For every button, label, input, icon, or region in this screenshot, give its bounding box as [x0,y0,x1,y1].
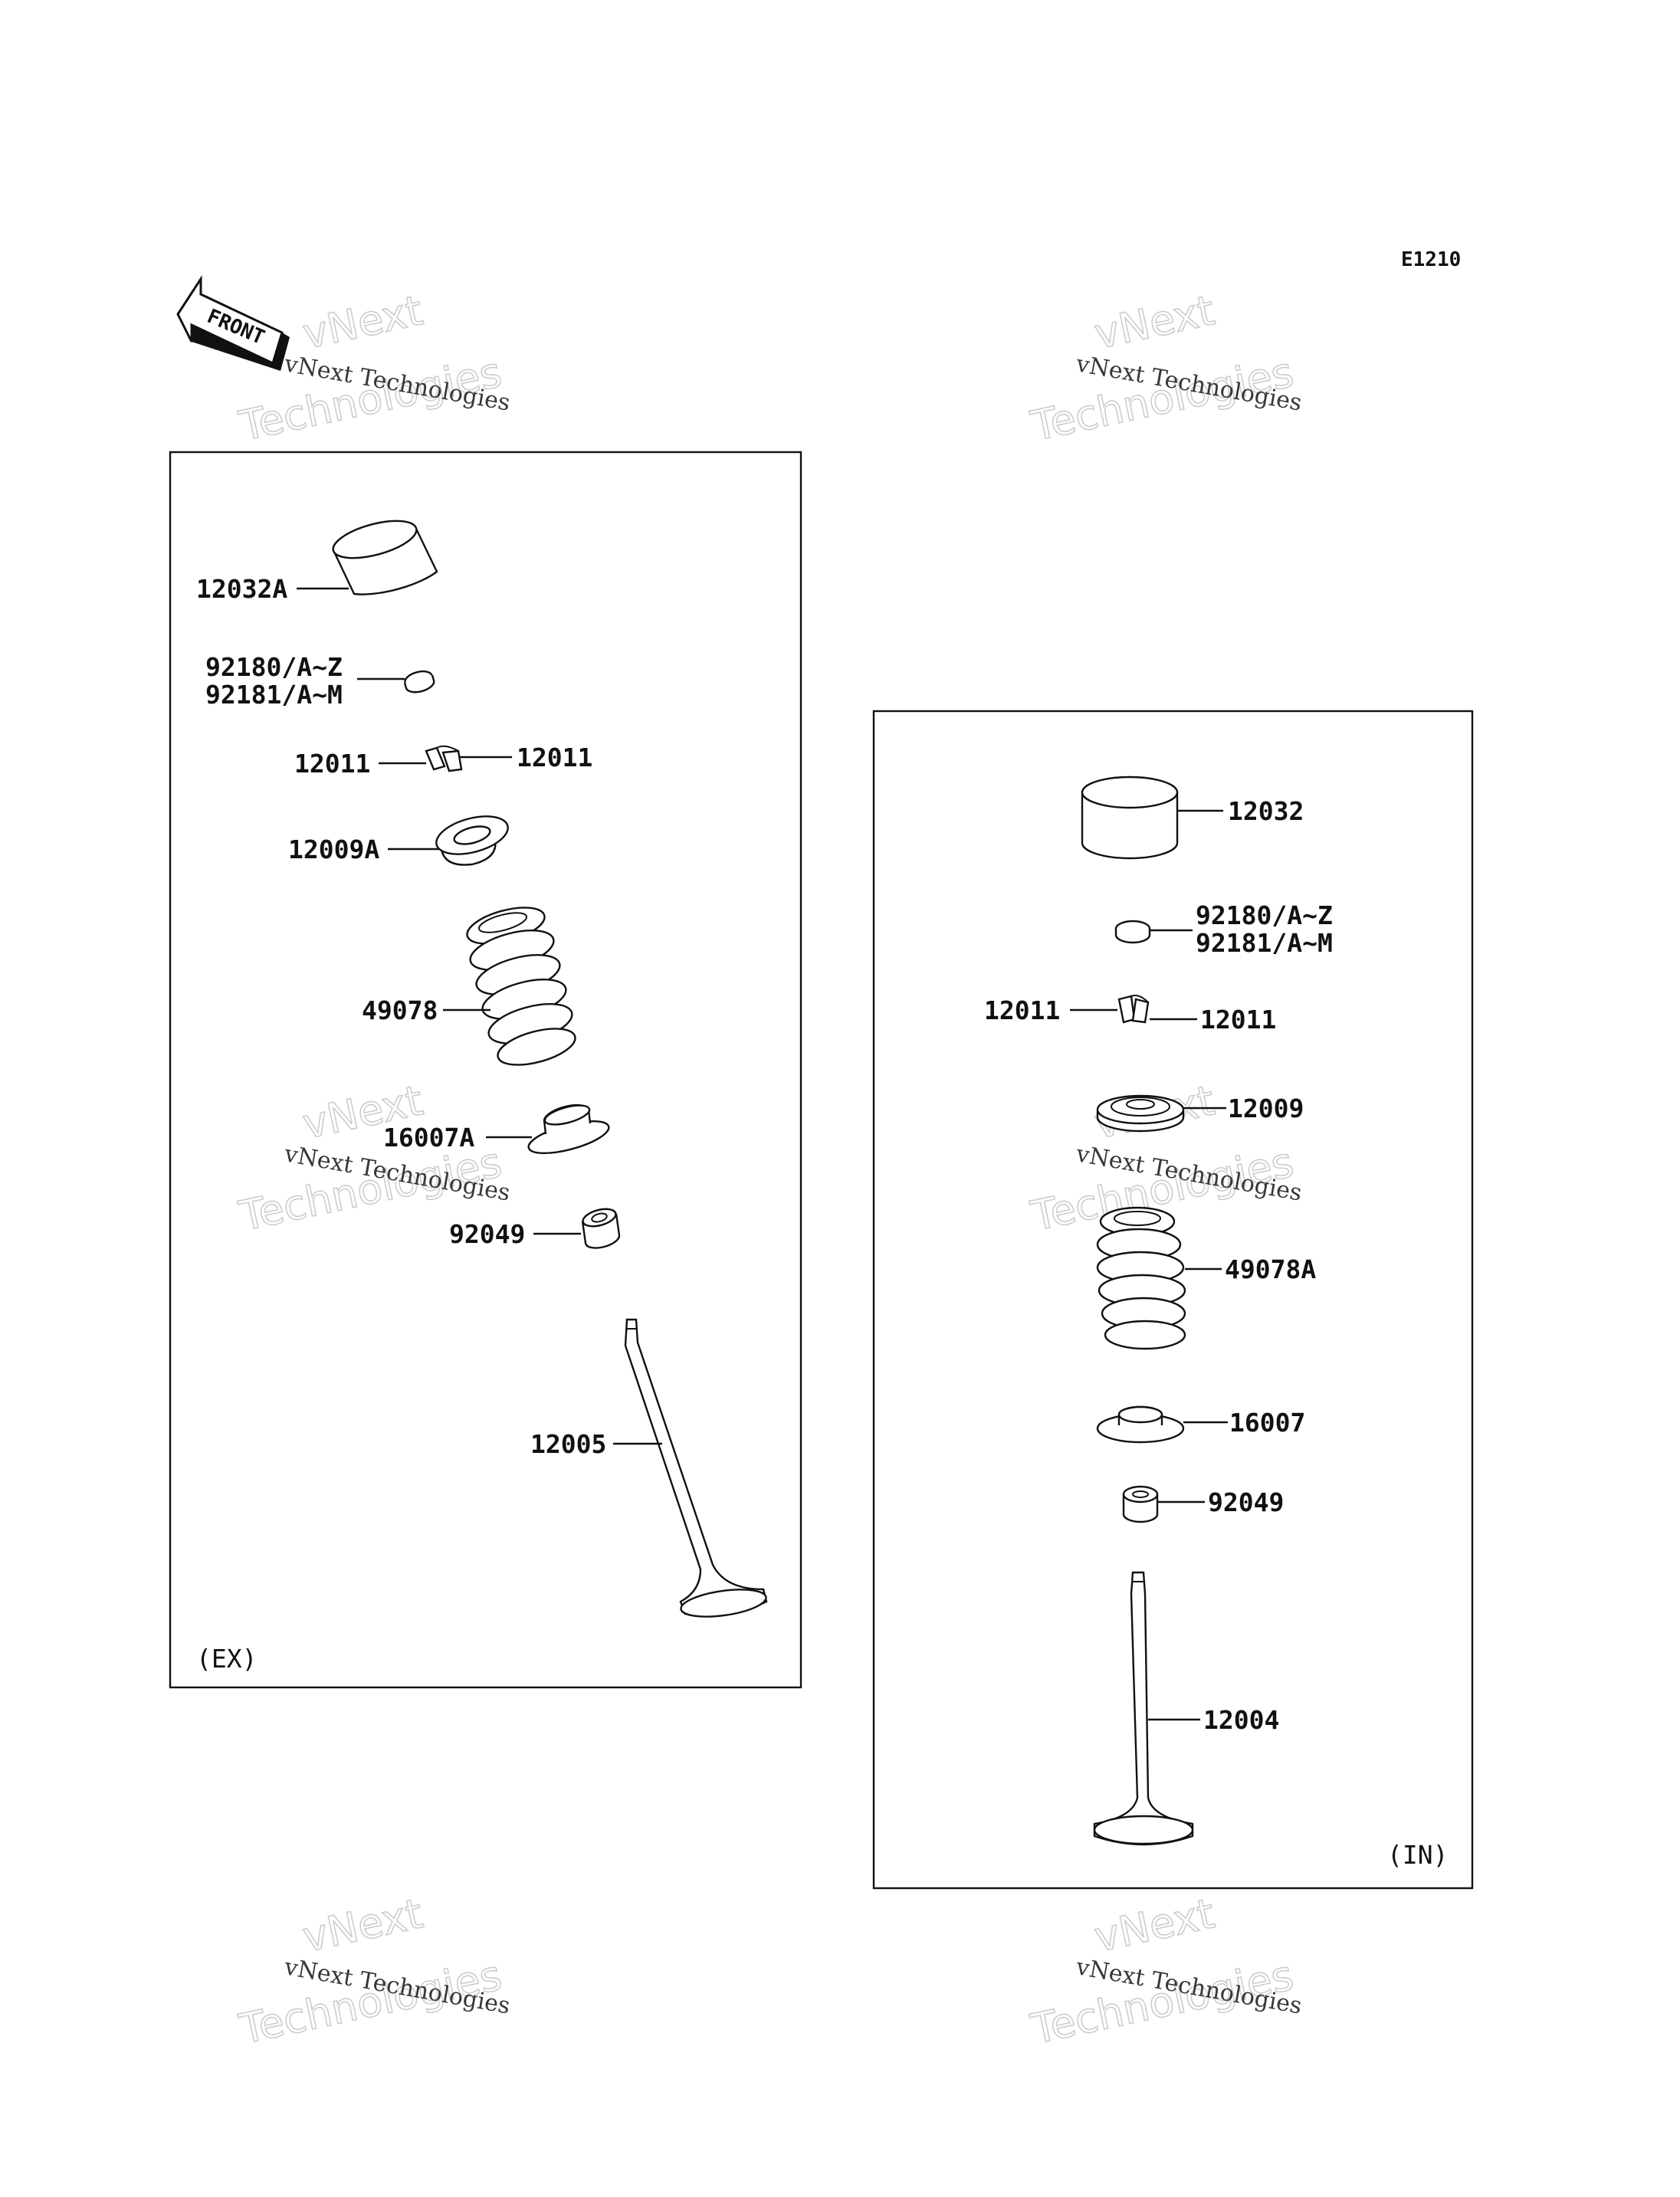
exhaust-panel: (EX) 12032A 92180/A~Z 92181/A~M 12011 12… [169,451,802,1689]
svg-text:vNext: vNext [299,286,427,358]
intake-spring-seat [1096,1405,1185,1444]
exhaust-shim-label-2: 92181/A~M [205,680,343,710]
intake-cotter-label-left: 12011 [984,995,1060,1025]
exhaust-frame [169,451,802,1689]
exhaust-valve [624,1318,768,1618]
exhaust-shim [403,670,435,694]
intake-shim-label-2: 92181/A~M [1196,928,1333,958]
intake-lifter-label: 12032 [1228,796,1304,826]
intake-cotters [1117,995,1150,1024]
exhaust-spring [466,907,576,1066]
front-arrow-icon: FRONT [176,274,290,371]
intake-oil-seal-label: 92049 [1208,1487,1284,1517]
exhaust-lifter-label: 12032A [196,574,287,604]
exhaust-cotter-label-left: 12011 [294,749,370,779]
watermark-bottom-right: vNext Technologies vNext Technologies [1026,1888,1304,2054]
intake-frame [872,710,1474,1890]
svg-text:vNext: vNext [299,1889,427,1961]
intake-panel: (IN) 12032 92180/A~Z 92181/A~M 12011 120… [872,710,1474,1890]
diagram-code: E1210 [1401,248,1461,271]
intake-lifter [1081,776,1179,860]
exhaust-cotter-label-right: 12011 [517,743,592,772]
intake-retainer-label: 12009 [1228,1094,1304,1123]
exhaust-spring-label: 49078 [362,995,438,1025]
exhaust-oil-seal-label: 92049 [449,1219,525,1249]
intake-valve-label: 12004 [1203,1705,1279,1735]
watermark-bottom-left: vNext Technologies vNext Technologies [235,1888,512,2054]
intake-spring-label: 49078A [1225,1254,1316,1284]
exhaust-spring-seat [527,1103,610,1155]
svg-text:vNext: vNext [1091,1889,1219,1961]
exhaust-section-label: (EX) [196,1644,257,1674]
intake-spring-seat-label: 16007 [1229,1408,1305,1438]
exhaust-valve-label: 12005 [530,1429,606,1459]
svg-text:vNext: vNext [1091,286,1219,358]
exhaust-shim-label-1: 92180/A~Z [205,652,343,682]
exhaust-retainer-label: 12009A [288,835,379,864]
intake-spring [1096,1206,1186,1350]
intake-cotter-label-right: 12011 [1200,1005,1276,1035]
intake-oil-seal [1122,1485,1159,1523]
exhaust-lifter [332,520,438,595]
intake-valve [1093,1571,1194,1846]
intake-retainer [1096,1094,1185,1133]
watermark-top-right: vNext Technologies vNext Technologies [1026,285,1304,451]
intake-shim [1114,920,1151,944]
exhaust-spring-seat-label: 16007A [383,1123,474,1153]
watermark-mid-left: vNext Technologies vNext Technologies [235,1075,512,1241]
exhaust-retainer [435,815,509,866]
exhaust-oil-seal [581,1208,621,1249]
intake-section-label: (IN) [1387,1840,1448,1870]
intake-shim-label-1: 92180/A~Z [1196,900,1333,930]
exhaust-cotters [425,745,463,772]
